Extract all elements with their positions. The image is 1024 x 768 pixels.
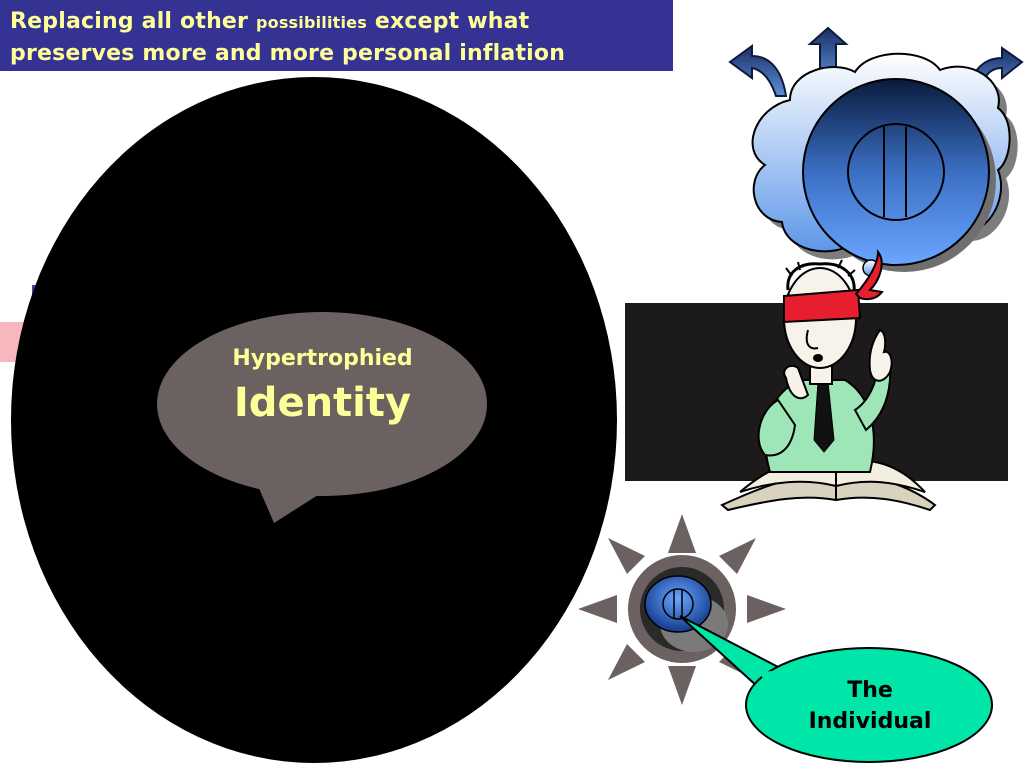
- blindfolded-man-illustration: [720, 249, 937, 512]
- small-pill-icon: [662, 588, 694, 620]
- title-banner: Replacing all other possibilities except…: [0, 0, 673, 71]
- bubble-label-line2: Identity: [233, 380, 412, 426]
- individual-label-line1: The: [847, 678, 893, 703]
- arrow-left-icon: [728, 44, 788, 97]
- title-text-small: possibilities: [255, 13, 367, 32]
- thought-cloud: [728, 26, 1024, 277]
- title-line-2: preserves more and more personal inflati…: [10, 41, 566, 66]
- speech-bubble: [157, 312, 487, 523]
- pill-circle-icon: [847, 123, 945, 221]
- title-text: except what: [366, 9, 530, 34]
- individual-callout: [679, 615, 993, 763]
- bubble-label-line1: Hypertrophied: [232, 346, 413, 371]
- individual-label-line2: Individual: [808, 709, 932, 734]
- title-text: Replacing all other: [10, 9, 256, 34]
- individual-label: The Individual: [780, 675, 960, 737]
- title-line-1: Replacing all other possibilities except…: [10, 6, 665, 38]
